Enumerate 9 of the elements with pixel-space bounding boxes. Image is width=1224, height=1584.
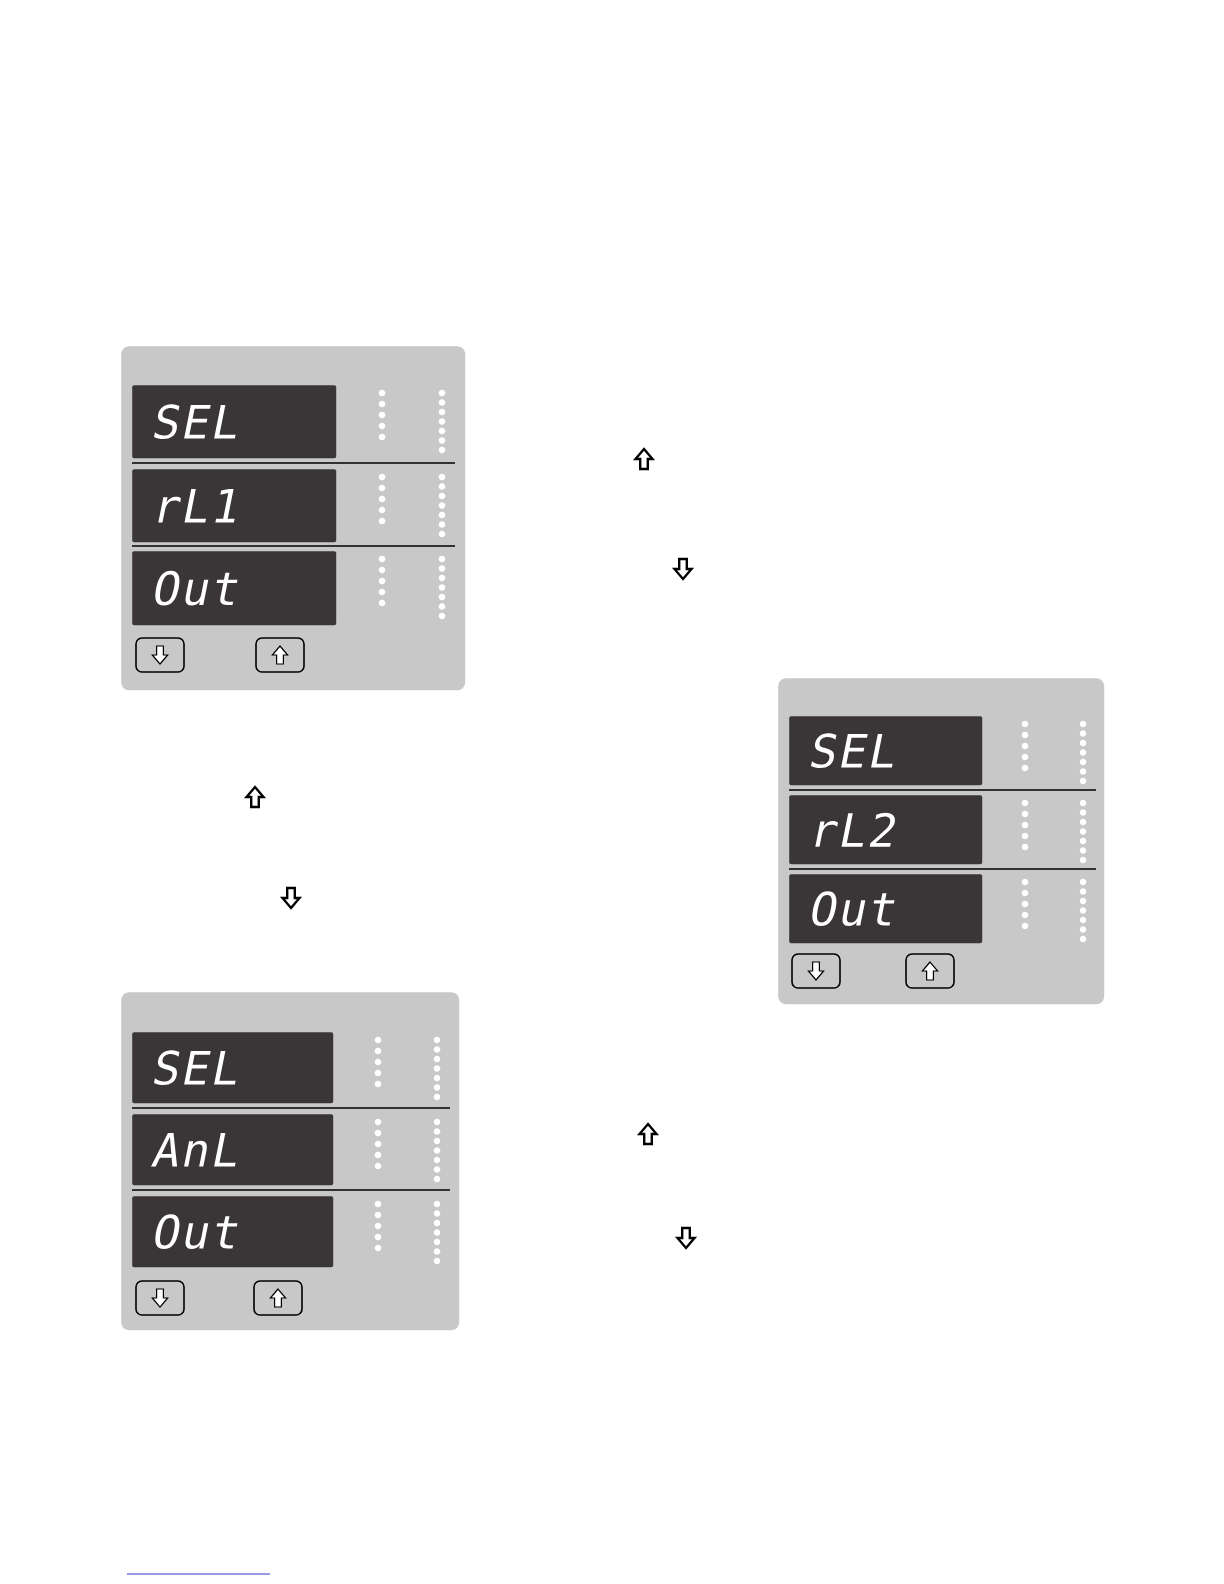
- lcd-display: Out: [132, 551, 337, 626]
- lcd-display: SEL: [132, 1032, 334, 1104]
- lcd-display: SEL: [132, 385, 337, 459]
- lcd-display: rL2: [789, 795, 983, 865]
- lcd-display: AnL: [132, 1114, 334, 1186]
- lcd-display: Out: [132, 1196, 334, 1268]
- lcd-display: rL1: [132, 469, 337, 543]
- lcd-display: SEL: [789, 716, 983, 786]
- lcd-display: Out: [789, 874, 983, 944]
